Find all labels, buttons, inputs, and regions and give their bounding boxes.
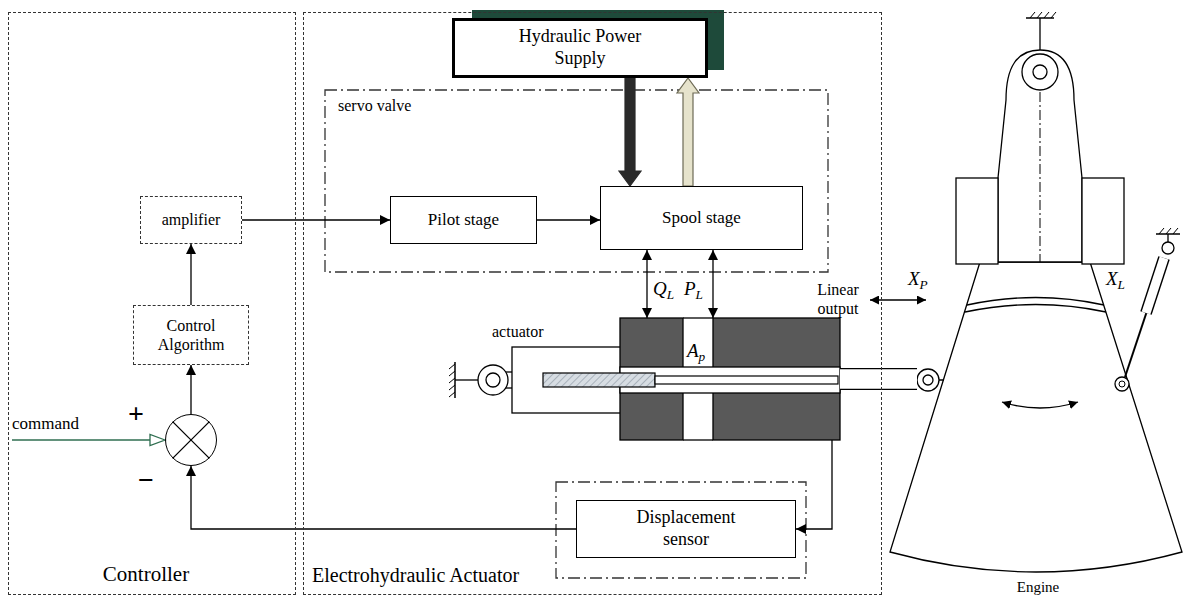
- spool-stage-box: Spool stage: [600, 186, 803, 250]
- signal-symbol: PL: [684, 278, 703, 301]
- gimbal-pin: [1033, 65, 1047, 79]
- output-label: Linear output: [810, 280, 866, 318]
- mount-link: [455, 379, 478, 380]
- summing-cross: [173, 422, 210, 459]
- sensor-border: [556, 482, 806, 578]
- piston-edge: [683, 317, 713, 318]
- flow-line: [647, 250, 648, 318]
- servo-valve-border: [325, 90, 828, 272]
- ground-hatch: [1030, 12, 1056, 18]
- nozzle: [890, 262, 1182, 572]
- signal-arrow: [537, 219, 600, 220]
- rod-pivot: [917, 369, 939, 391]
- signal-arrow: [191, 365, 192, 414]
- displacement-symbol: XL: [1106, 268, 1125, 291]
- sign-symbol: −: [138, 463, 154, 497]
- summing-cross: [173, 422, 210, 459]
- feedback-line: [191, 466, 576, 529]
- box-label: Hydraulic Power Supply: [505, 26, 655, 69]
- flow-line: [646, 250, 647, 318]
- clevis: [478, 365, 508, 395]
- combustion-chamber: [998, 50, 1082, 262]
- box-label: Spool stage: [662, 208, 741, 228]
- box-label: Displacement sensor: [626, 507, 746, 550]
- rod-pin: [923, 375, 933, 385]
- piston-edge: [683, 439, 713, 440]
- rod-outline: [840, 368, 917, 390]
- second-pivot: [1115, 377, 1129, 391]
- signal-arrow: [190, 244, 191, 305]
- side-block: [1082, 178, 1124, 264]
- motion-arrow: [870, 299, 926, 300]
- region-label: Controller: [84, 562, 208, 587]
- feedback-line: [191, 466, 576, 529]
- swing-arrow: [1002, 402, 1078, 408]
- return-arrow: [677, 78, 699, 186]
- box-label: Control Algorithm: [134, 316, 248, 354]
- supply-arrow: [619, 78, 641, 186]
- ground-hatch: [1159, 228, 1178, 234]
- controller-region: amplifierControl Algorithm+−Controller: [8, 12, 296, 595]
- engine: Engine: [890, 10, 1186, 598]
- sign-symbol: +: [128, 397, 144, 431]
- signal-arrow: [191, 244, 192, 305]
- gimbal-link: [1039, 18, 1040, 52]
- command-arrowhead: [150, 435, 165, 446]
- sensor-core: [543, 373, 655, 387]
- part-label: Ap: [687, 340, 705, 363]
- pilot-stage-box: Pilot stage: [390, 196, 537, 244]
- piston-rod: [840, 379, 917, 380]
- second-actuator-body: [1146, 258, 1164, 313]
- box-label: Pilot stage: [428, 210, 499, 230]
- signal-arrow: [242, 220, 390, 221]
- command-line: [12, 439, 150, 441]
- signal-arrow: [190, 365, 191, 414]
- input-label: command: [12, 414, 79, 434]
- nozzle-band: [965, 305, 1106, 313]
- actuator-cylinder: actuatorAp: [450, 318, 840, 440]
- second-pin: [1119, 381, 1125, 387]
- signal-symbol: QL: [653, 278, 674, 301]
- pivot-tab: [939, 379, 944, 381]
- return-arrow: [677, 78, 699, 186]
- signal-arrow: [537, 220, 600, 221]
- amplifier-box: amplifier: [140, 196, 242, 244]
- engine-drawing: [890, 12, 1182, 572]
- box-label: amplifier: [162, 210, 221, 229]
- gimbal-pivot: [1022, 54, 1058, 90]
- center-line: [1040, 92, 1041, 262]
- feedback-line: [796, 440, 832, 529]
- group-label: servo valve: [338, 96, 411, 115]
- summing-junction: +−: [165, 414, 217, 466]
- region-label: Electrohydraulic Actuator: [312, 563, 519, 587]
- algorithm-box: Control Algorithm: [133, 305, 249, 365]
- side-block: [956, 178, 998, 264]
- pressure-line: [712, 250, 713, 318]
- clevis-pin: [486, 373, 500, 387]
- rod-body: [840, 369, 917, 389]
- actuator-drawing: [449, 318, 840, 440]
- second-actuator-rod: [1125, 311, 1147, 377]
- sensor-box: Displacement sensor: [576, 500, 796, 558]
- power-supply-box: Hydraulic Power Supply: [452, 18, 708, 78]
- part-label: Engine: [988, 578, 1088, 596]
- actuator-region: Hydraulic Power SupplyPilot stage Spool s…: [303, 12, 882, 595]
- second-top-pivot: [1162, 242, 1174, 254]
- second-actuator-body: [1146, 258, 1164, 313]
- sensor-rod: [655, 376, 838, 384]
- supply-arrow: [619, 78, 641, 186]
- part-label: actuator: [492, 322, 544, 341]
- signal-arrow: [242, 219, 390, 220]
- servo-valve-group: Pilot stage Spool stage servo valve: [325, 90, 828, 272]
- ground-hatch: [449, 364, 455, 397]
- pressure-line: [713, 250, 714, 318]
- feedback-line: [796, 440, 832, 529]
- displacement-symbol: XP: [908, 268, 928, 291]
